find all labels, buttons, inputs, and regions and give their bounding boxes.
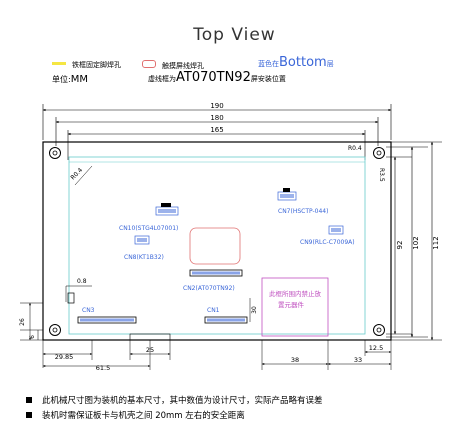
units-value: MM [70,74,88,85]
model-suffix: 屏安装位置 [250,75,286,83]
top-dimensions [42,104,392,160]
legend-yellow-label: 铁框固定脚焊孔 [72,61,121,69]
dim-bottom-38: 38 [291,356,299,364]
cn2-label: CN2(AT070TN92) [183,285,235,292]
connector-cn1: CN1 [204,307,248,324]
legend-red-label: 触摸屏线焊孔 [162,62,204,70]
model-big: AT070TN92 [176,70,251,85]
red-swatch-icon [142,60,156,68]
note-2-text: 装机时需保证板卡与机壳之间 20mm 左右的安全距离 [42,411,245,421]
dim-top-165: 165 [210,126,223,134]
units-prefix: 单位: [52,75,71,84]
legend-blue-prefix: 蓝色在 [258,60,279,68]
connector-cn8: CN8(KT1B32) [124,235,164,261]
dim-left-08: 0.8 [77,278,87,285]
dim-bottom-25: 25 [146,346,154,354]
dim-bottom-615: 61.5 [96,364,110,372]
cn8-label: CN8(KT1B32) [124,254,164,261]
mounting-holes [49,147,385,336]
keepout-zone [261,277,329,337]
dim-left-26: 26 [19,318,26,326]
bottom-edge-connector [129,333,171,341]
dim-right-92: 92 [396,241,404,250]
board-outline [42,141,392,341]
cn3-label: CN3 [82,307,95,314]
cn1-label: CN1 [207,307,220,314]
dim-top-180: 180 [210,114,223,122]
model-prefix: 虚线框为 [148,75,176,83]
legend-red: 触摸屏线焊孔 [142,60,204,71]
note-1: 此机械尺寸图为装机的基本尺寸，其中数值为设计尺寸，实际产品略有误差 [26,394,323,406]
connector-cn7: CN7(HSCTP-044) [277,188,328,215]
page-title: Top View [193,25,276,45]
keepout-line2: 置元器件 [278,300,305,309]
touch-window [189,227,241,265]
dim-right-102: 102 [412,236,420,249]
note-2: 装机时需保证板卡与机壳之间 20mm 左右的安全距离 [26,409,245,421]
bullet-icon [26,412,32,418]
dim-bottom-125: 12.5 [369,344,383,352]
yellow-swatch-icon [52,62,66,65]
dim-top-190: 190 [210,102,223,110]
connector-cn10: CN10(STG4L07001) [119,203,178,232]
dim-r04b: R0.4 [348,145,362,152]
panel-outline [68,156,366,335]
dim-bottom-2985: 29.85 [55,353,74,361]
connector-cn2: CN2(AT070TN92) [183,269,243,292]
legend-blue: 蓝色在Bottom层 [258,55,334,70]
note-1-text: 此机械尺寸图为装机的基本尺寸，其中数值为设计尺寸，实际产品略有误差 [42,396,323,406]
small-connector [67,292,75,304]
dim-r35: R3.5 [378,168,385,182]
cn7-label: CN7(HSCTP-044) [278,208,328,215]
bottom-dimensions [42,340,392,370]
legend-yellow: 铁框固定脚焊孔 [52,60,121,70]
dim-cn1-30: 30 [251,306,258,314]
dim-left-6: 6 [29,335,36,339]
model-label: 虚线框为AT070TN92屏安装位置 [148,70,286,85]
legend-blue-suffix: 层 [326,60,334,68]
connector-cn3: CN3 [77,307,137,324]
cn10-label: CN10(STG4L07001) [119,225,178,232]
dim-right-112: 112 [432,236,440,249]
units-label: 单位:MM [52,74,88,85]
legend-blue-big: Bottom [279,55,327,70]
connector-cn9: CN9(RLC-C7009A) [300,225,355,246]
left-dimensions [20,285,92,341]
keepout-line1: 此框所围内禁止放 [269,289,322,298]
dim-bottom-33: 33 [354,356,362,364]
dim-r04: R0.4 [69,167,84,182]
right-dimensions [386,141,442,341]
bullet-icon [26,397,32,403]
cn9-label: CN9(RLC-C7009A) [300,239,355,246]
